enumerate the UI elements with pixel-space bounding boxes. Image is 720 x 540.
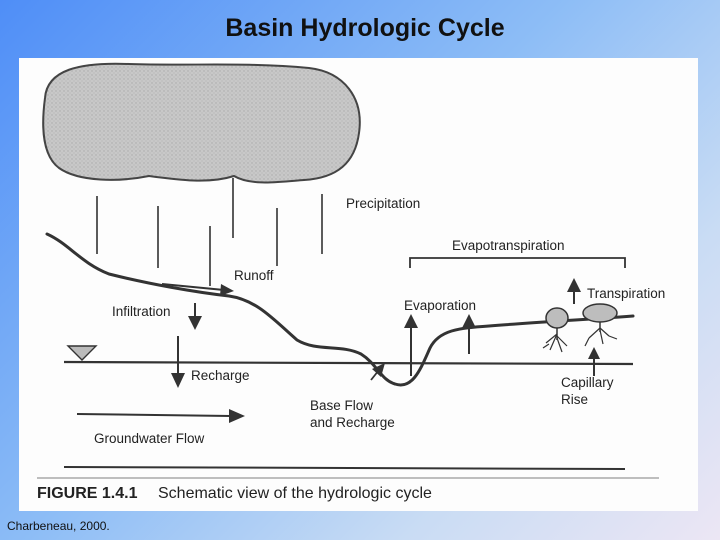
label-capillary: Capillary [561,375,614,390]
base-flow-arrow [370,363,385,381]
figure-caption: Schematic view of the hydrologic cycle [158,485,432,502]
label-evaporation: Evaporation [404,298,477,313]
slide-title: Basin Hydrologic Cycle [225,14,505,42]
label-recharge: Recharge [191,368,250,383]
water-table-symbol [66,345,98,361]
label-transpiration: Transpiration [587,286,666,301]
label-precipitation: Precipitation [346,196,421,211]
evaporation-arrows [404,314,476,376]
plant-icon [542,303,618,353]
evapotranspiration-bracket [409,257,626,268]
transpiration-arrow [567,278,581,304]
cloud [42,62,361,184]
source-credit: Charbeneau, 2000. [7,519,110,533]
label-rise: Rise [561,392,589,407]
label-runoff: Runoff [234,268,274,283]
water-table [63,360,634,366]
infiltration-arrow [188,303,202,330]
label-infiltration: Infiltration [112,304,171,319]
label-evapotranspiration: Evapotranspiration [452,238,565,253]
ground-surface [45,232,635,387]
figure-number: FIGURE 1.4.1 [37,485,138,502]
runoff-arrow [161,283,234,296]
capillary-rise-arrow [588,347,600,376]
groundwater-flow-arrow [76,409,245,423]
hydrologic-diagram [37,62,659,479]
label-and-recharge: and Recharge [310,415,395,430]
recharge-arrow [171,336,185,388]
label-groundwater-flow: Groundwater Flow [94,431,205,446]
hydrologic-cycle-figure: Precipitation Evapotranspiration Runoff … [19,58,698,511]
label-base-flow: Base Flow [310,398,374,413]
aquifer-bottom [63,466,626,470]
precipitation-rain [96,178,323,286]
